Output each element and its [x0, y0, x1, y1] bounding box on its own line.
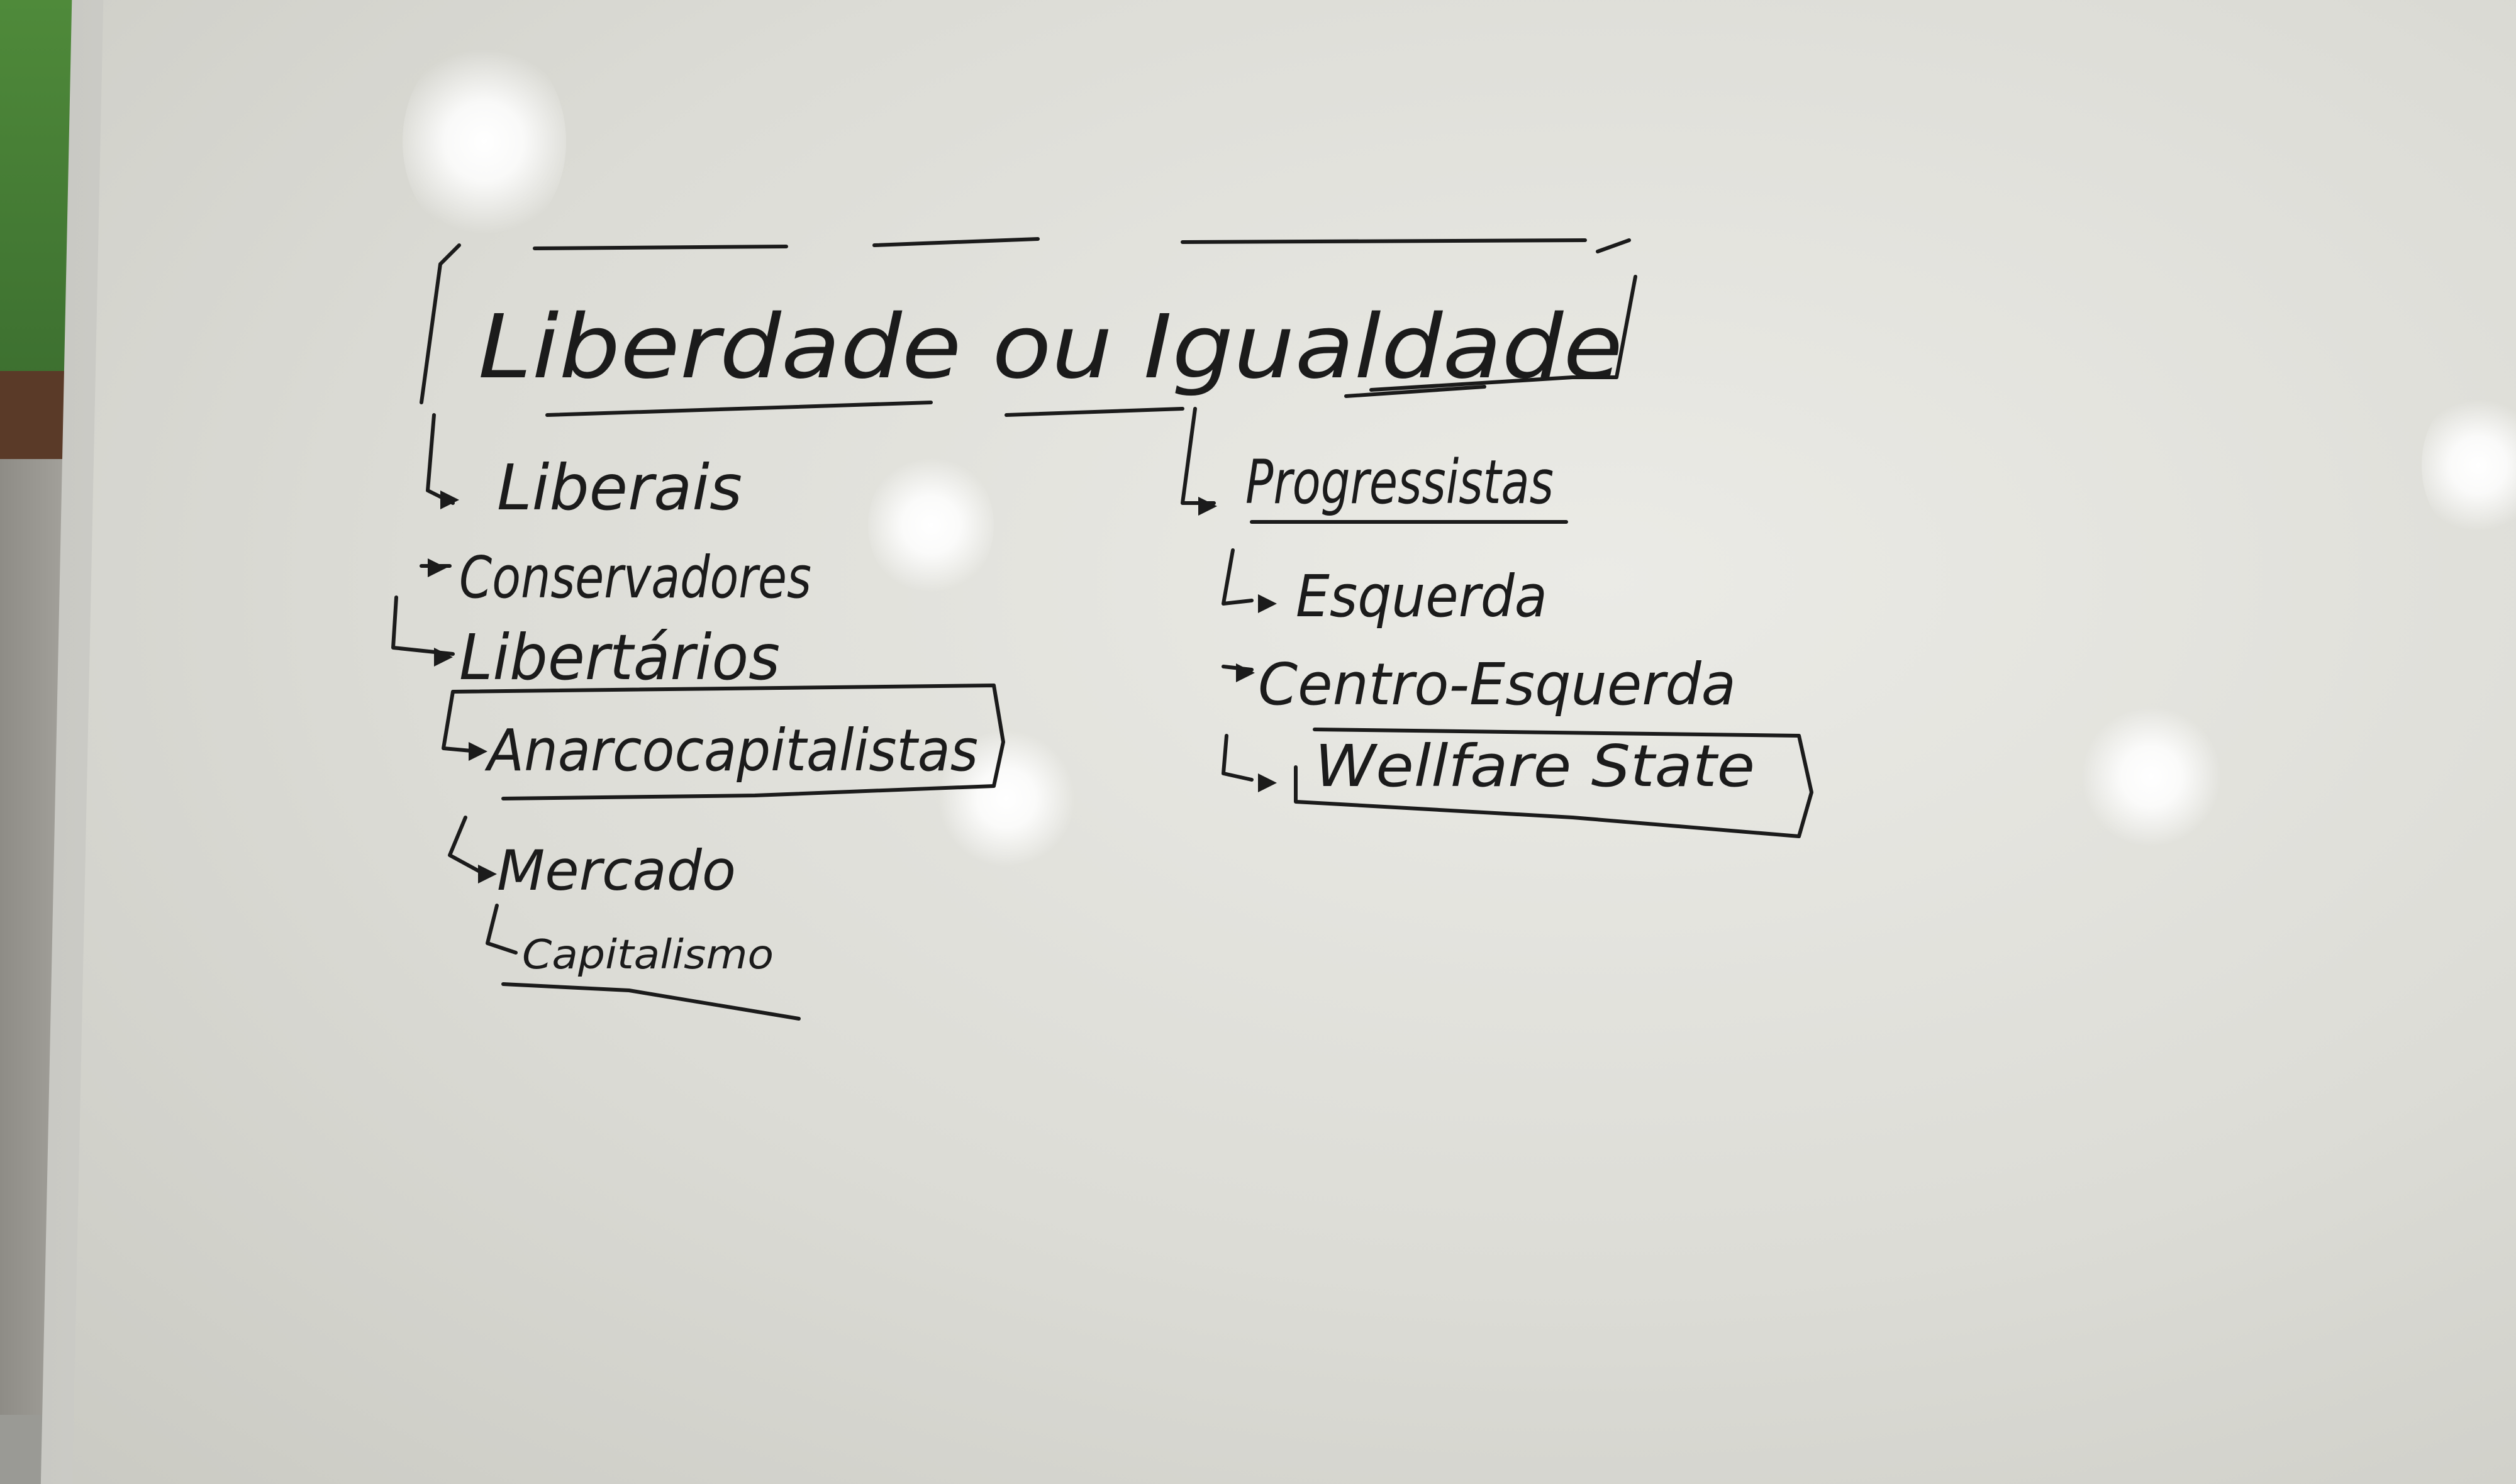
light-glare: [868, 453, 994, 597]
arrow-icon: [440, 490, 459, 509]
capitalismo-branch: [486, 904, 518, 955]
arrow-icon: [478, 865, 497, 883]
left-item-mercado: Mercado: [497, 838, 736, 903]
light-glare: [937, 729, 1076, 868]
right-item-centro-esquerda: Centro-Esquerda: [1258, 651, 1736, 718]
capitalismo-underline: [501, 982, 801, 1021]
light-glare: [403, 38, 566, 245]
wellfare-box: [1294, 728, 1813, 838]
left-item-anarcocapitalistas: Anarcocapitalistas: [484, 717, 978, 784]
left-branch-line: [391, 413, 455, 656]
arrow-icon: [434, 648, 453, 667]
arrow-icon: [1258, 773, 1277, 792]
left-item-conservadores: Conservadores: [459, 544, 811, 611]
light-glare: [2082, 704, 2220, 849]
left-item-capitalismo: Capitalismo: [522, 932, 774, 978]
light-glare: [2422, 390, 2516, 541]
right-item-esquerda: Esquerda: [1296, 563, 1547, 630]
right-item-wellfare-state: Wellfare State: [1315, 733, 1755, 800]
arrow-icon: [1258, 594, 1277, 613]
left-item-liberais: Liberais: [497, 451, 742, 524]
anarco-box: [442, 684, 1005, 800]
mercado-branch: [448, 816, 486, 876]
right-heading-progressistas: Progressistas: [1245, 447, 1554, 518]
handwriting-layer: Liberdade ou Igualdade Liberais Conserva…: [391, 237, 1813, 1021]
title-underline: [545, 385, 1486, 417]
title-bracket: [420, 237, 1637, 404]
arrow-icon: [1236, 663, 1255, 682]
arrow-icon: [469, 742, 487, 761]
page-title: Liberdade ou Igualdade: [478, 296, 1623, 399]
arrow-icon: [1198, 497, 1217, 516]
arrow-icon: [428, 558, 447, 577]
right-branch-line: [1181, 407, 1216, 505]
left-item-libertarios: Libertários: [459, 621, 780, 694]
